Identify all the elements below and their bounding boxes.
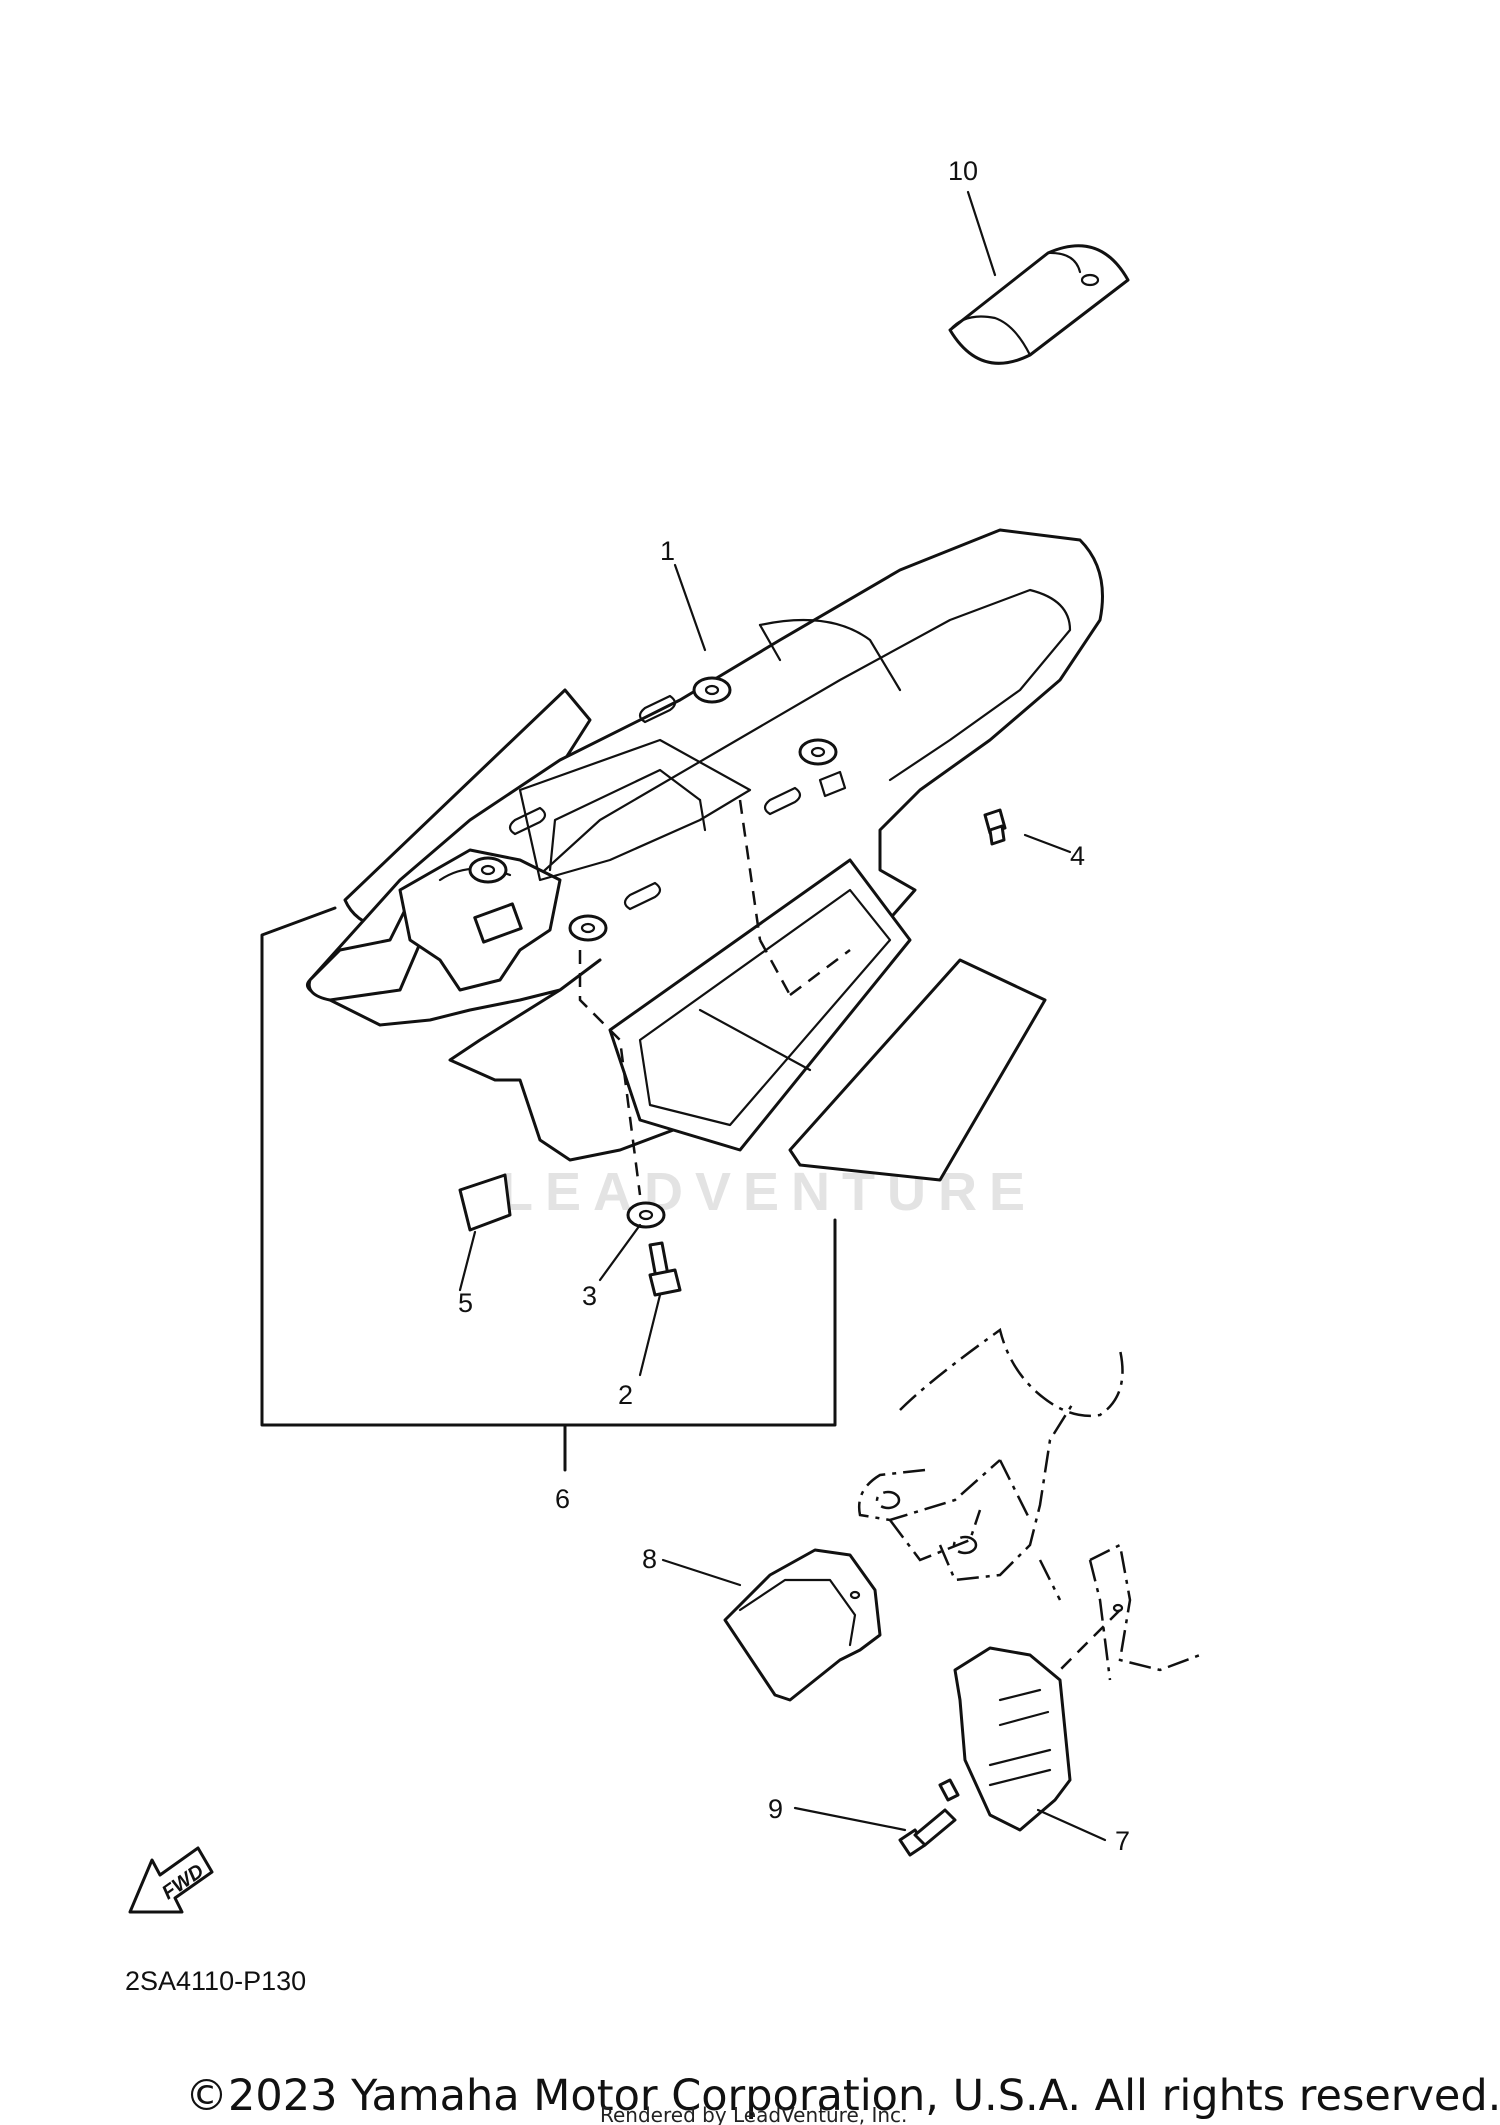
- callout-7: 7: [1115, 1826, 1130, 1856]
- callout-1: 1: [660, 536, 675, 566]
- callout-9: 9: [768, 1794, 783, 1824]
- watermark-text: LEADVENTURE: [500, 1162, 1037, 1222]
- copyright: ©2023 Yamaha Motor Corporation, U.S.A. A…: [185, 2071, 1500, 2121]
- part-1-rear-fender: [306, 528, 1104, 1162]
- part-3-washer: [626, 1201, 666, 1229]
- fwd-arrow-icon: FWD: [128, 1846, 214, 1914]
- rendered-by: Rendered by LeadVenture, Inc.: [600, 2103, 907, 2125]
- part-4-screw: [983, 808, 1007, 846]
- grommets: [468, 676, 838, 942]
- part-9-bolt: [898, 1778, 960, 1857]
- assembly-lines: [578, 799, 851, 1196]
- callout-8: 8: [642, 1544, 657, 1574]
- leader-lines: [458, 190, 1107, 1842]
- callout-4: 4: [1070, 841, 1085, 871]
- slots: [508, 694, 847, 911]
- part-7-guard-plate: [953, 1646, 1072, 1832]
- callout-10: 10: [948, 156, 978, 186]
- callout-3: 3: [582, 1281, 597, 1311]
- part-2-screw: [648, 1241, 682, 1297]
- callout-2: 2: [618, 1380, 633, 1410]
- callout-6: 6: [555, 1484, 570, 1514]
- part-6-assembly-frame: [260, 906, 837, 1472]
- diagram-code: 2SA4110-P130: [125, 1966, 306, 1996]
- callouts: 10 1 4 5 3 2 6 8 9 7: [458, 156, 1130, 1856]
- part-decal-right: [788, 958, 1047, 1182]
- part-10-pad: [948, 244, 1130, 365]
- part-8-guard: [723, 1548, 882, 1702]
- frame-reference: [857, 1327, 1201, 1691]
- callout-5: 5: [458, 1288, 473, 1318]
- part-5-reflector: [458, 1173, 512, 1232]
